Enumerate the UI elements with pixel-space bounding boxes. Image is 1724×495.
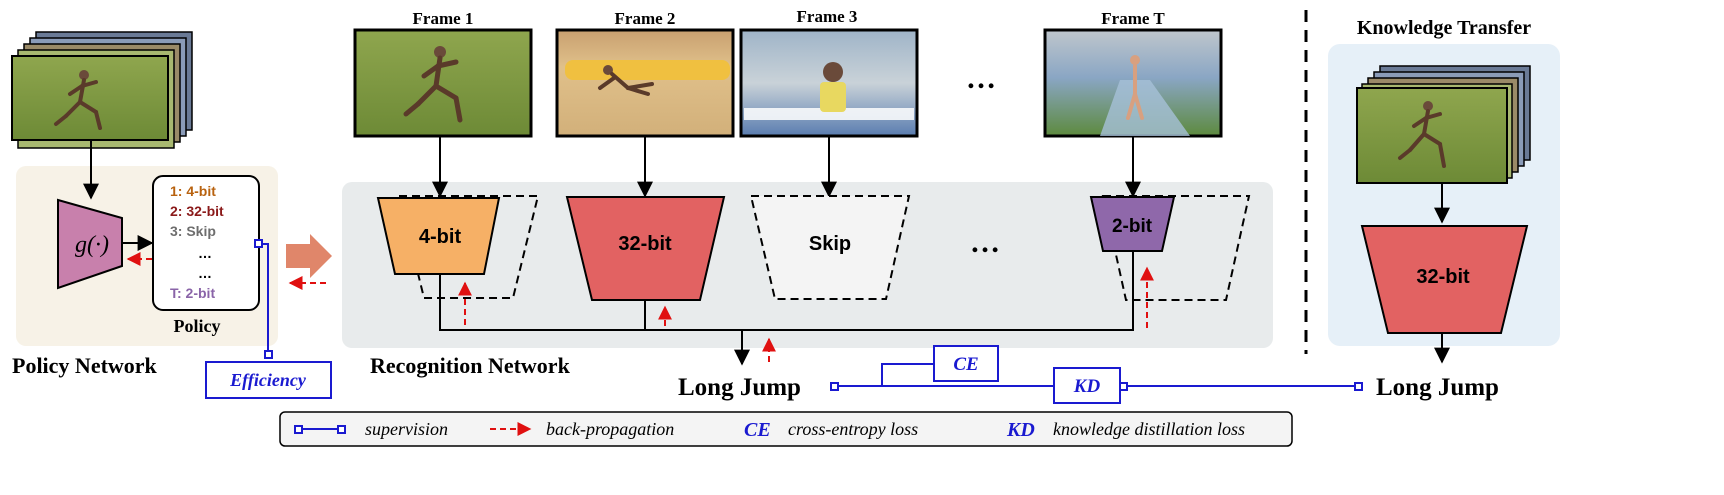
legend-supervision-symbol: [294, 425, 346, 434]
legend-kd-text: knowledge distillation loss: [1053, 419, 1245, 439]
legend-ce-abbr: CE: [744, 419, 771, 441]
frame-1-image: [353, 28, 533, 138]
policy-item: T: 2-bit: [170, 285, 215, 301]
policy-item: 2: 32-bit: [170, 203, 224, 219]
teacher-output-label: Long Jump: [1376, 374, 1499, 401]
policy-network-label: Policy Network: [12, 353, 158, 378]
legend-supervision: supervision: [365, 419, 448, 439]
legend-box: [279, 411, 1293, 447]
frame-3-image: [739, 28, 919, 138]
policy-item: 1: 4-bit: [170, 183, 216, 199]
teacher-block-32bit: [1360, 225, 1529, 334]
teacher-block-label: 32-bit: [1416, 266, 1470, 288]
loss-connections: [834, 363, 1358, 387]
legend-kd-abbr: KD: [1006, 419, 1035, 441]
block-skip: [749, 195, 911, 300]
policy-network-block: [57, 198, 123, 290]
legend-backprop: back-propagation: [546, 419, 674, 439]
block-4bit: [376, 197, 501, 275]
output-label: Long Jump: [678, 374, 801, 401]
blocks-ellipsis: …: [970, 226, 1000, 259]
transition-arrow: [286, 234, 332, 278]
policy-item: …: [198, 265, 212, 281]
frame-2-image: [555, 28, 735, 138]
recognition-network-label: Recognition Network: [370, 353, 571, 378]
block-32bit: [565, 196, 726, 301]
block-4bit-label: 4-bit: [419, 226, 462, 248]
frame-1-label: Frame 1: [413, 9, 474, 28]
frame-3-label: Frame 3: [797, 7, 858, 26]
frame-2-label: Frame 2: [615, 9, 676, 28]
policy-item: 3: Skip: [170, 223, 216, 239]
teacher-input-stack: [1356, 65, 1531, 184]
block-32bit-label: 32-bit: [618, 233, 672, 255]
efficiency-box: [205, 361, 332, 399]
policy-list: 1: 4-bit 2: 32-bit 3: Skip … … T: 2-bit: [170, 183, 224, 301]
kd-box: [1053, 367, 1121, 404]
block-2bit-label: 2-bit: [1112, 216, 1153, 237]
knowledge-transfer-title: Knowledge Transfer: [1357, 17, 1531, 39]
ce-box: [933, 345, 999, 382]
block-skip-label: Skip: [809, 233, 851, 255]
ce-label: CE: [953, 354, 978, 375]
policy-input-stack: [11, 31, 193, 149]
policy-function: g(·): [75, 232, 109, 258]
policy-label: Policy: [174, 316, 221, 336]
policy-item: …: [198, 245, 212, 261]
efficiency-label: Efficiency: [229, 370, 307, 390]
frame-t-label: Frame T: [1101, 9, 1165, 28]
kd-label: KD: [1073, 376, 1101, 397]
legend-ce-text: cross-entropy loss: [788, 419, 918, 439]
frame-t-image: [1043, 28, 1223, 138]
block-2bit: [1089, 196, 1176, 252]
frames-ellipsis: …: [966, 62, 996, 95]
runner-figure: [54, 70, 102, 130]
